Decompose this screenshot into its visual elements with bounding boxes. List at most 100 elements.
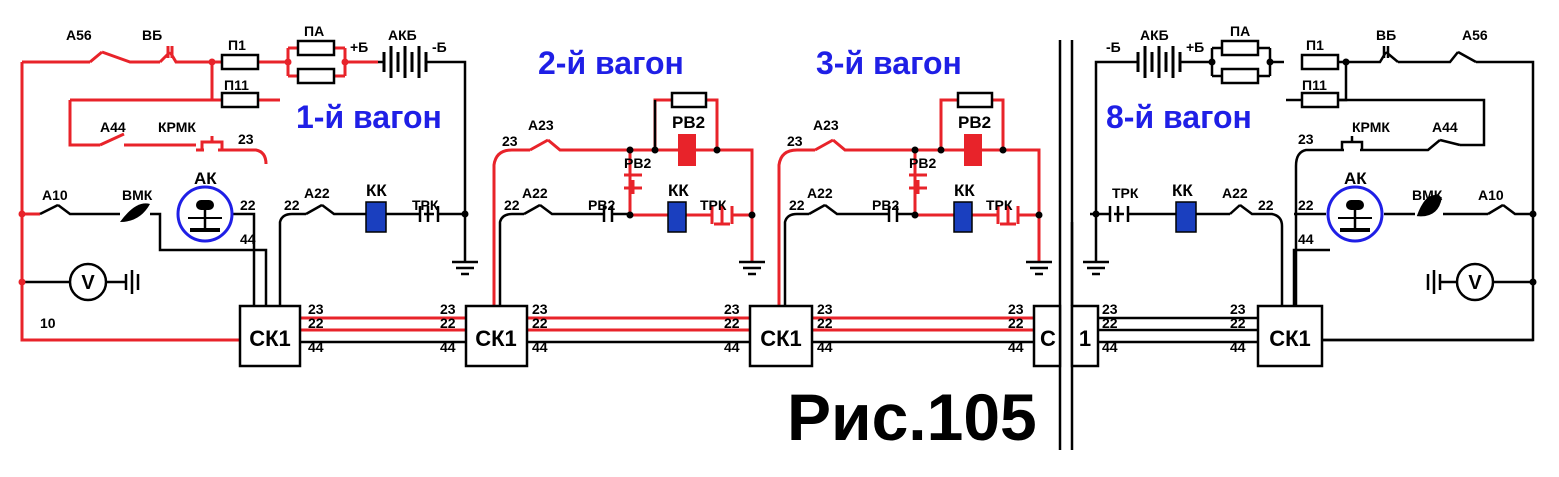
bus-44-e: 44 (817, 339, 833, 355)
label-plus-b: +Б (350, 39, 368, 55)
label-rv2-nc-car3: РВ2 (872, 197, 899, 213)
wire-44-car8: 44 (1298, 231, 1314, 247)
wire-22-car2: 22 (504, 197, 520, 213)
label-rv2-contact-car3: РВ2 (909, 155, 936, 171)
label-akb: АКБ (388, 27, 417, 43)
label-kk-car8: КК (1172, 181, 1193, 200)
bus-44-g: 44 (1102, 339, 1118, 355)
bus-22-f: 22 (1008, 315, 1024, 331)
fuse-pa-bottom (296, 67, 336, 85)
label-vb: ВБ (142, 27, 162, 43)
label-rv2-coil-car3: РВ2 (958, 113, 991, 132)
label-krmk: КРМК (158, 119, 196, 135)
label-kk-car2: КК (668, 181, 689, 200)
switch-contacts (39, 46, 1504, 226)
label-pa: ПА (304, 23, 324, 39)
bus-23-c: 23 (532, 301, 548, 317)
voltmeter-label-8: V (1468, 272, 1482, 294)
label-ak-8: АК (1344, 169, 1367, 188)
bus-22-b: 22 (440, 315, 456, 331)
ak-gauge-car8 (1326, 185, 1384, 243)
label-trk-car1: ТРК (412, 197, 439, 213)
label-rv2-coil-car2: РВ2 (672, 113, 705, 132)
battery-car8 (1134, 46, 1190, 78)
label-trk-car2: ТРК (700, 197, 727, 213)
fuse-pa-top-8 (1220, 39, 1260, 57)
label-a23-car3: А23 (813, 117, 839, 133)
fuse-p1-8 (1300, 53, 1340, 71)
car-8-title: 8-й вагон (1106, 99, 1252, 135)
label-akb-8: АКБ (1140, 27, 1169, 43)
label-p11-8: П11 (1302, 77, 1327, 93)
label-rv2-contact-car2: РВ2 (624, 155, 651, 171)
label-plus-b-8: +Б (1186, 39, 1204, 55)
sk1-label-1: СК1 (249, 326, 291, 351)
bus-22-c: 22 (532, 315, 548, 331)
vmk-element (120, 195, 1442, 222)
bus-23-e: 23 (817, 301, 833, 317)
wire-22-car3: 22 (789, 197, 805, 213)
wire-23-car3: 23 (787, 133, 803, 149)
bus-44-d: 44 (724, 339, 740, 355)
bus-23-g: 23 (1102, 301, 1118, 317)
ak-gauge-car1 (176, 185, 234, 243)
label-a56-8: А56 (1462, 27, 1488, 43)
bus-22-g: 22 (1102, 315, 1118, 331)
bus-44-f: 44 (1008, 339, 1024, 355)
rv2-coils (678, 134, 982, 166)
wires (22, 40, 1535, 450)
wire-44-car1: 44 (240, 231, 256, 247)
fuse-p1 (220, 53, 260, 71)
label-vmk-8: ВМК (1412, 187, 1443, 203)
label-vmk: ВМК (122, 187, 153, 203)
fuse-p11 (220, 91, 260, 109)
label-a44-8: А44 (1432, 119, 1458, 135)
bus-22-d: 22 (724, 315, 740, 331)
bus-44-h: 44 (1230, 339, 1246, 355)
car-titles: 1-й вагон 2-й вагон 3-й вагон 8-й вагон (296, 45, 1252, 135)
label-vb-8: ВБ (1376, 27, 1396, 43)
label-pa-8: ПА (1230, 23, 1250, 39)
fuse-p11-8 (1300, 91, 1340, 109)
label-kk-car1: КК (366, 181, 387, 200)
label-a10-8: А10 (1478, 187, 1504, 203)
label-minus-b: -Б (432, 39, 447, 55)
bus-23-d: 23 (724, 301, 740, 317)
bus-44-b: 44 (440, 339, 456, 355)
label-a22-car8: А22 (1222, 185, 1248, 201)
wire-22-car1: 22 (240, 197, 256, 213)
fuse-pa-bottom-8 (1220, 67, 1260, 85)
bus-22-e: 22 (817, 315, 833, 331)
fuse-pa-top (296, 39, 336, 57)
bus-23-b: 23 (440, 301, 456, 317)
label-a23-car2: А23 (528, 117, 554, 133)
sk1-blocks: СК1 СК1 СК1 С 1 СК1 (238, 304, 1324, 368)
label-trk-car8: ТРК (1112, 185, 1139, 201)
grounds (452, 260, 1109, 276)
sk1-label-2: СК1 (475, 326, 517, 351)
car-2-title: 2-й вагон (538, 45, 684, 81)
fuses (220, 39, 1340, 109)
car-3-title: 3-й вагон (816, 45, 962, 81)
label-a22-car3: А22 (807, 185, 833, 201)
label-trk-car3: ТРК (986, 197, 1013, 213)
car-1-title: 1-й вагон (296, 99, 442, 135)
label-a44: А44 (100, 119, 126, 135)
bus-22-a: 22 (308, 315, 324, 331)
wire-22-car1b: 22 (284, 197, 300, 213)
sk1-split-right: 1 (1079, 326, 1091, 351)
bus-44-a: 44 (308, 339, 324, 355)
figure-caption: Рис.105 (787, 380, 1037, 454)
label-a22-car2: А22 (522, 185, 548, 201)
sk1-label-8: СК1 (1269, 326, 1311, 351)
label-minus-b-8: -Б (1106, 39, 1121, 55)
label-p1: П1 (228, 37, 246, 53)
component-labels: А56 ВБ П1 П11 ПА +Б АКБ -Б А44 КРМК 23 А… (40, 23, 1504, 355)
wire-22-car8b: 22 (1298, 197, 1314, 213)
wire-22-car8: 22 (1258, 197, 1274, 213)
rv2-resistor-2 (670, 91, 708, 109)
bus-22-h: 22 (1230, 315, 1246, 331)
bus-23-f: 23 (1008, 301, 1024, 317)
label-p11: П11 (224, 77, 249, 93)
